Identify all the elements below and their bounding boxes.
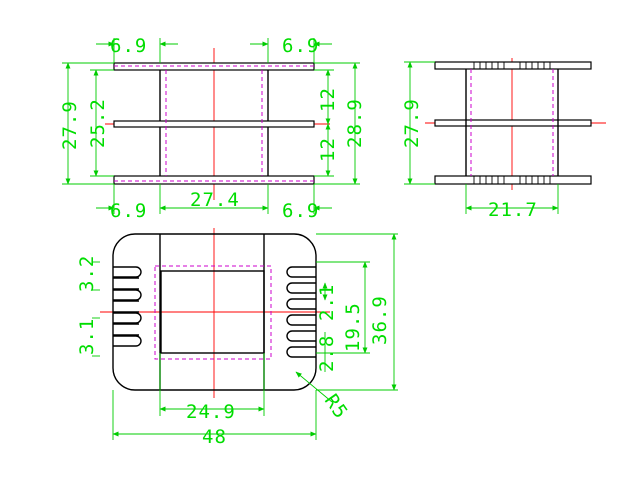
- side-top-slots: [473, 62, 551, 69]
- front-dim-top-left: 6.9: [110, 35, 147, 57]
- top-right-pins: [286, 266, 316, 358]
- front-dim-left-inner: 25.2: [87, 98, 109, 148]
- top-dim-right-a: 2.1: [316, 284, 338, 321]
- front-middle-flange: [113, 120, 315, 128]
- top-dim-right-b: 19.5: [342, 302, 364, 352]
- top-left-pins: [113, 266, 142, 347]
- side-top-flange: [434, 61, 592, 70]
- top-dim-pin-pitch-top: 3.2: [76, 255, 98, 292]
- front-dim-bottom-right: 6.9: [282, 200, 319, 222]
- top-inner-window: [160, 270, 265, 354]
- top-dim-inner-width: 24.9: [186, 401, 236, 423]
- front-dim-left-outer: 27.9: [59, 100, 81, 150]
- top-dim-right-c: 36.9: [369, 295, 391, 345]
- top-hidden-window: [154, 265, 272, 360]
- top-view: 3.2 3.1 2.1 2.8 19.5 36.9 24.9 48 R5: [76, 228, 398, 448]
- front-dim-bottom-mid: 27.4: [190, 189, 240, 211]
- side-view: 27.9 21.7: [401, 58, 606, 221]
- side-bottom-slots: [473, 176, 551, 184]
- side-middle-flange: [434, 119, 592, 127]
- top-dim-radius: R5: [320, 390, 352, 423]
- top-dim-overall-width: 48: [202, 426, 227, 448]
- front-dim-right-outer: 28.9: [344, 98, 366, 148]
- front-dim-top-right: 6.9: [282, 35, 319, 57]
- front-view: 6.9 6.9 6.9 27.4 6.9 27.9 25.2 12 12: [59, 35, 366, 222]
- top-dim-pin-pitch-bottom: 3.1: [76, 318, 98, 355]
- side-bottom-flange: [434, 175, 592, 185]
- side-dim-bottom: 21.7: [488, 199, 538, 221]
- front-dim-right-lower: 12: [317, 137, 339, 162]
- front-dim-right-upper: 12: [317, 87, 339, 112]
- front-bottom-flange: [113, 175, 315, 185]
- side-dim-left: 27.9: [401, 98, 423, 148]
- top-dim-right-d: 2.8: [316, 335, 338, 372]
- front-dim-bottom-left: 6.9: [110, 200, 147, 222]
